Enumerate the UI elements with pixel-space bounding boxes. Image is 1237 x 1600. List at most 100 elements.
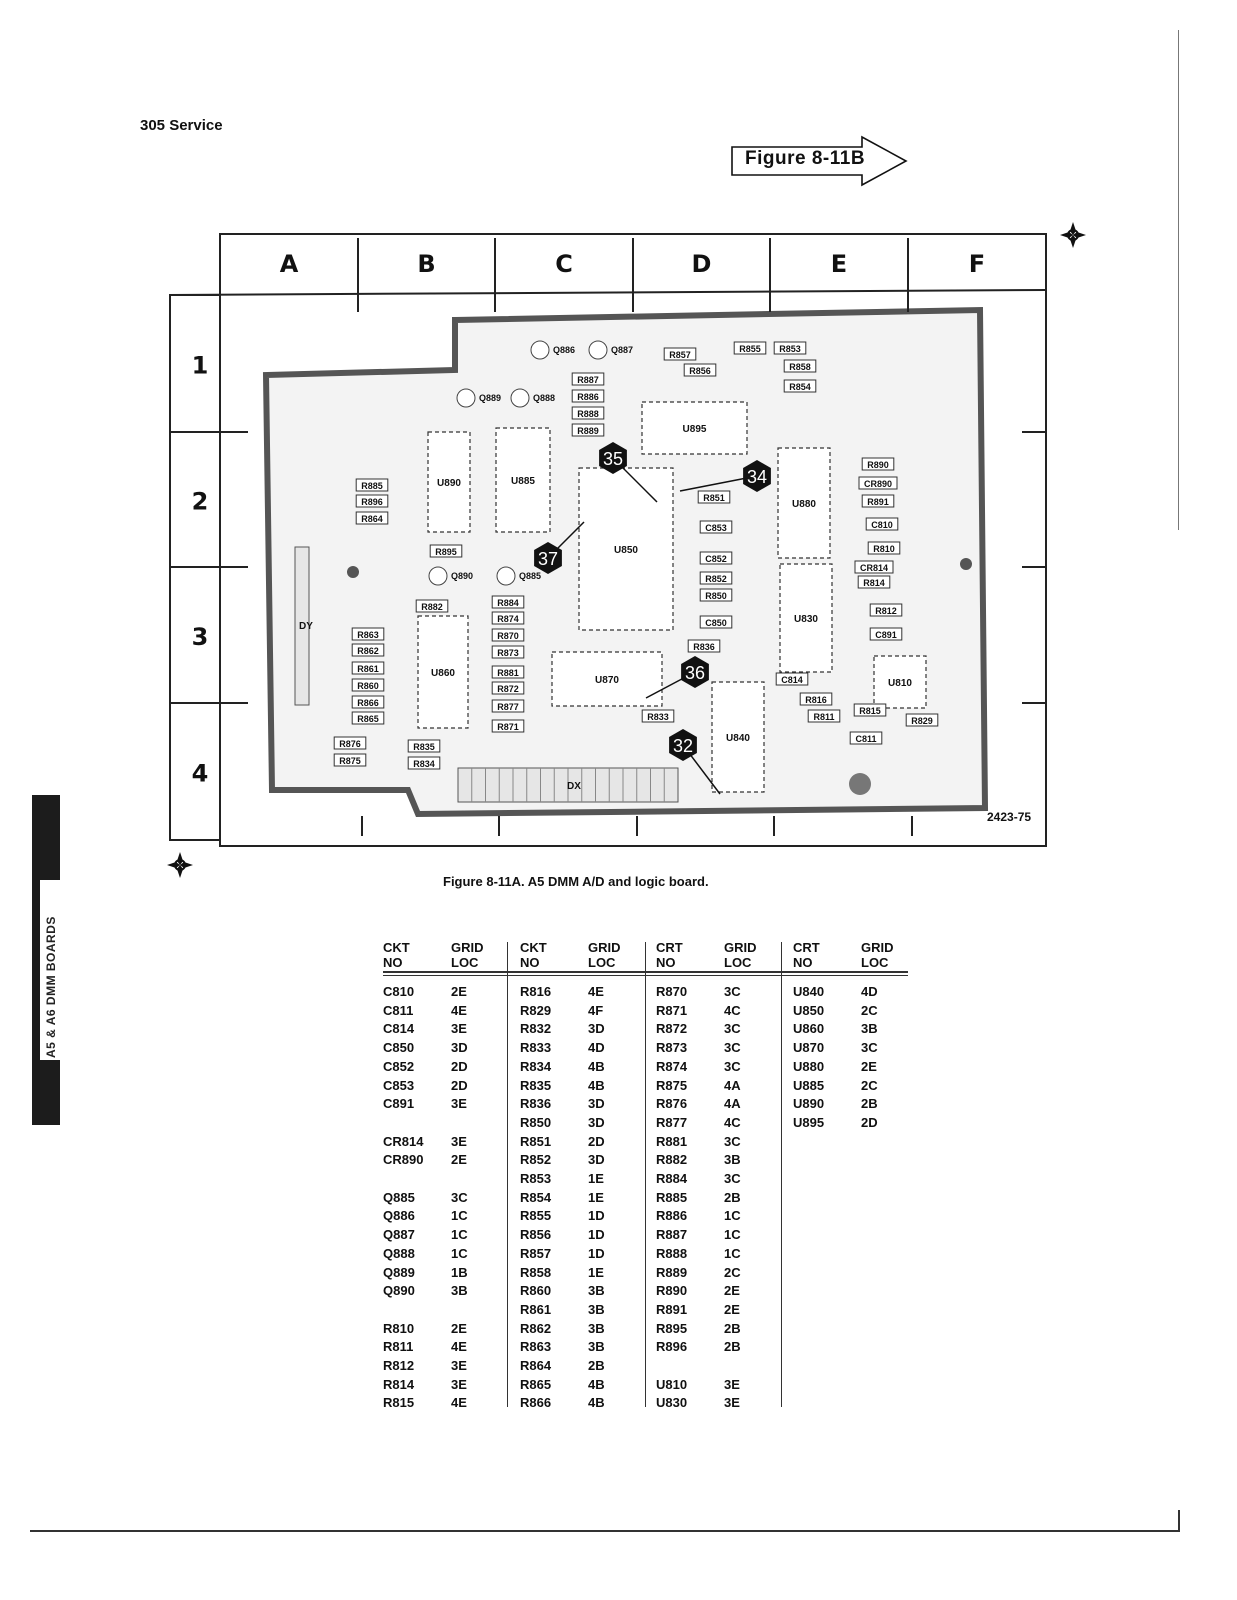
table-cell-ckt: Q888 [383,1245,415,1261]
component-box [699,588,733,602]
transistor-label-q890: Q890 [451,571,473,581]
table-cell-ckt: R888 [656,1245,688,1261]
connector-dy-icon [294,546,310,706]
component-box [699,615,733,629]
component-label-r877: R877 [497,702,519,712]
component-label-r873: R873 [497,648,519,658]
component-label-r887: R887 [577,375,599,385]
ic-outline [779,563,833,673]
table-cell-loc: 4D [588,1040,605,1056]
component-box [699,520,733,534]
component-label-r857: R857 [669,350,691,360]
table-cell-ckt: R811 [383,1339,414,1355]
table-cell-ckt: R876 [656,1096,688,1112]
component-box [491,699,525,713]
component-box [867,541,901,555]
table-cell-loc: 3B [588,1320,605,1336]
column-label-f: F [969,250,985,278]
component-box [571,389,605,403]
component-box [869,627,903,641]
component-box [858,476,898,490]
component-label-c814: C814 [781,675,803,685]
component-box [683,363,717,377]
table-cell-ckt: R887 [656,1227,688,1243]
component-label-r890: R890 [867,460,889,470]
table-header-no: CKT NO [383,940,410,970]
table-cell-ckt: Q890 [383,1283,415,1299]
row-label-3: 3 [192,623,209,651]
table-cell-ckt: Q886 [383,1208,415,1224]
table-cell-ckt: Q889 [383,1264,415,1280]
transistor-icon [456,388,476,408]
table-cell-loc: 2C [724,1264,741,1280]
row-label-1: 1 [192,352,209,380]
row-label-4: 4 [192,760,209,788]
table-cell-loc: 3D [588,1114,605,1130]
callout-marker-icon [669,729,697,761]
table-cell-loc: 4C [724,1002,741,1018]
table-cell-loc: 2D [588,1133,605,1149]
table-cell-loc: 3B [588,1283,605,1299]
component-label-r872: R872 [497,684,519,694]
connector-label-dy: DY [299,621,313,632]
component-label-cr890: CR890 [864,479,892,489]
callout-number-36: 36 [685,663,705,683]
table-cell-loc: 2B [724,1339,741,1355]
table-cell-ckt: C814 [383,1021,415,1037]
component-label-r862: R862 [357,646,379,656]
component-box [491,681,525,695]
table-cell-loc: 2E [451,984,467,999]
component-label-r856: R856 [689,366,711,376]
component-label-r829: R829 [911,716,933,726]
column-label-c: C [555,250,573,278]
table-header-loc: GRID LOC [588,940,621,970]
table-cell-loc: 1C [724,1208,741,1224]
table-cell-ckt: R833 [520,1040,552,1056]
component-label-r876: R876 [339,739,361,749]
component-label-c810: C810 [871,520,893,530]
table-cell-ckt: R891 [656,1301,688,1317]
table-cell-loc: 3E [451,1096,467,1112]
table-cell-ckt: R810 [383,1320,415,1336]
table-cell-ckt: U830 [656,1395,688,1411]
table-cell-ckt: R829 [520,1002,552,1018]
table-cell-ckt: R861 [520,1301,552,1317]
table-cell-loc: 3C [724,1040,741,1056]
component-box [699,551,733,565]
component-label-r815: R815 [859,706,881,716]
component-label-r833: R833 [647,712,669,722]
table-cell-ckt: R814 [383,1376,415,1392]
component-label-c853: C853 [705,523,727,533]
table-cell-ckt: R885 [656,1189,688,1205]
table-column-divider [781,942,782,1407]
figure-id-number: 2423-75 [987,810,1032,824]
table-cell-loc: 3B [451,1283,468,1299]
registration-mark-icon [1060,222,1086,248]
table-cell-ckt: R873 [656,1040,688,1056]
ic-label-u860: U860 [431,668,455,679]
component-box [571,423,605,437]
table-cell-ckt: R889 [656,1264,688,1280]
table-cell-ckt: CR890 [383,1152,424,1168]
component-box [429,544,463,558]
table-cell-ckt: CR814 [383,1133,424,1149]
component-box [697,490,731,504]
table-cell-loc: 1E [588,1171,604,1186]
table-cell-ckt: C852 [383,1058,415,1074]
ic-label-u880: U880 [792,499,816,510]
ic-outline [417,615,469,729]
table-cell-ckt: R854 [520,1189,552,1205]
table-cell-ckt: R872 [656,1021,688,1037]
table-cell-ckt: C891 [383,1096,415,1112]
component-label-r896: R896 [361,497,383,507]
table-cell-ckt: R836 [520,1096,552,1112]
table-cell-ckt: C853 [383,1077,415,1093]
figure-ref-arrow [731,135,908,187]
table-cell-loc: 1C [724,1245,741,1261]
ic-outline [551,651,663,707]
component-label-r811: R811 [813,712,834,722]
table-cell-loc: 2E [724,1301,740,1317]
column-label-b: B [417,250,435,278]
component-label-c852: C852 [705,554,727,564]
table-cell-loc: 3D [588,1152,605,1168]
